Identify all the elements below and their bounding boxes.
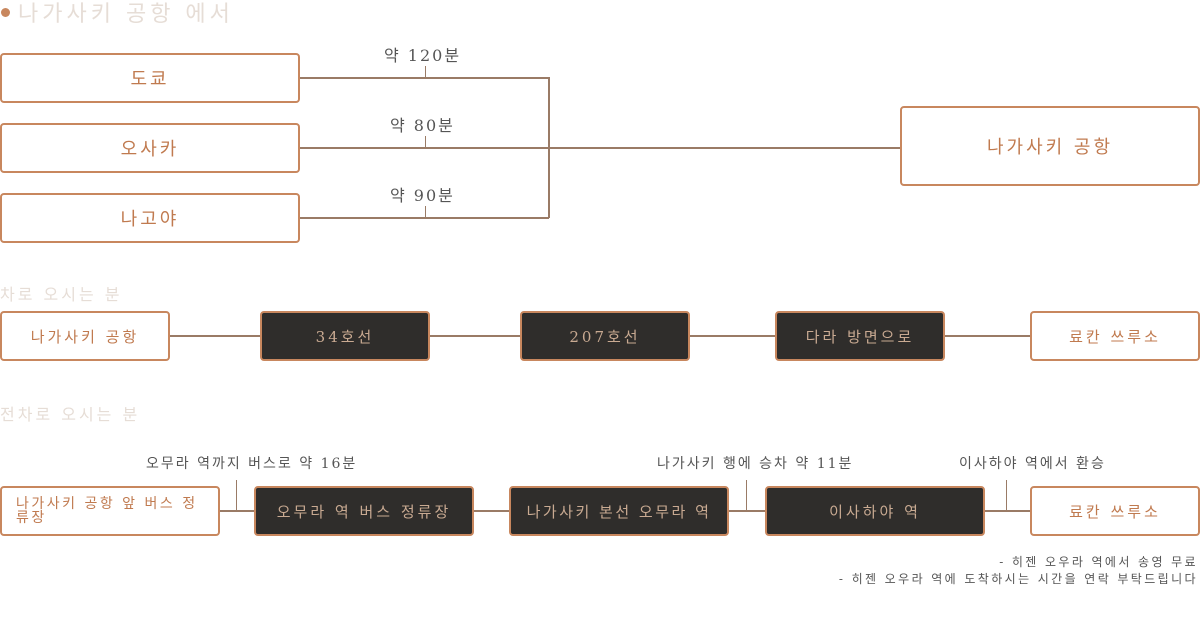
note-free-pickup: - 히젠 오우라 역에서 송영 무료 bbox=[999, 555, 1198, 569]
train-caption-bus: 오무라 역까지 버스로 약 16분 bbox=[146, 456, 358, 472]
car-step-route-207-label: 207호선 bbox=[569, 327, 641, 346]
caption-tick-2 bbox=[746, 480, 747, 510]
train-step-omura-station-label: 나가사키 본선 오무라 역 bbox=[526, 502, 712, 521]
train-step-omura-station: 나가사키 본선 오무라 역 bbox=[509, 486, 729, 536]
car-step-airport: 나가사키 공항 bbox=[0, 311, 170, 361]
car-step-route-207: 207호선 bbox=[520, 311, 690, 361]
train-section-title: 전차로 오시는 분 bbox=[0, 405, 141, 424]
car-step-route-34-label: 34호선 bbox=[315, 327, 375, 346]
car-section-title: 차로 오시는 분 bbox=[0, 285, 123, 304]
train-caption-transfer: 이사하야 역에서 환승 bbox=[959, 456, 1106, 472]
caption-tick-1 bbox=[236, 480, 237, 510]
car-step-tara: 다라 방면으로 bbox=[775, 311, 945, 361]
origin-nagoya: 나고야 bbox=[0, 193, 300, 243]
train-caption-nagasaki-line: 나가사키 행에 승차 약 11분 bbox=[657, 456, 854, 472]
car-step-ryokan: 료칸 쓰루소 bbox=[1030, 311, 1200, 361]
connector-tokyo bbox=[300, 77, 549, 79]
train-step-ryokan: 료칸 쓰루소 bbox=[1030, 486, 1200, 536]
train-step-isahaya-station: 이사하야 역 bbox=[765, 486, 985, 536]
train-step-isahaya-station-label: 이사하야 역 bbox=[829, 502, 921, 521]
duration-nagoya: 약 90분 bbox=[390, 186, 455, 205]
connector-nagoya bbox=[300, 217, 549, 219]
page-title: 나가사키 공항 에서 bbox=[18, 2, 234, 27]
tick-tokyo bbox=[425, 66, 426, 77]
train-step-ryokan-label: 료칸 쓰루소 bbox=[1069, 502, 1161, 521]
origin-osaka: 오사카 bbox=[0, 123, 300, 173]
car-step-ryokan-label: 료칸 쓰루소 bbox=[1069, 327, 1161, 346]
destination-label: 나가사키 공항 bbox=[986, 137, 1114, 158]
car-step-route-34: 34호선 bbox=[260, 311, 430, 361]
train-step-omura-bus-stop: 오무라 역 버스 정류장 bbox=[254, 486, 474, 536]
origin-tokyo-label: 도쿄 bbox=[130, 69, 170, 90]
connector-osaka bbox=[300, 147, 900, 149]
train-step-airport-bus-stop-label: 나가사키 공항 앞 버스 정류장 bbox=[16, 496, 198, 526]
destination-nagasaki-airport: 나가사키 공항 bbox=[900, 106, 1200, 186]
title-bullet-icon bbox=[1, 8, 10, 17]
connector-vertical bbox=[548, 77, 550, 218]
tick-osaka bbox=[425, 136, 426, 147]
origin-nagoya-label: 나고야 bbox=[120, 209, 180, 230]
origin-tokyo: 도쿄 bbox=[0, 53, 300, 103]
origin-osaka-label: 오사카 bbox=[120, 139, 180, 160]
tick-nagoya bbox=[425, 206, 426, 217]
caption-tick-3 bbox=[1006, 480, 1007, 510]
duration-tokyo: 약 120분 bbox=[384, 46, 462, 65]
car-step-tara-label: 다라 방면으로 bbox=[805, 327, 915, 346]
car-step-airport-label: 나가사키 공항 bbox=[30, 327, 140, 346]
train-step-omura-bus-stop-label: 오무라 역 버스 정류장 bbox=[276, 502, 452, 521]
train-step-airport-bus-stop: 나가사키 공항 앞 버스 정류장 bbox=[0, 486, 220, 536]
note-contact-request: - 히젠 오우라 역에 도착하시는 시간을 연락 부탁드립니다 bbox=[838, 572, 1198, 586]
duration-osaka: 약 80분 bbox=[390, 116, 455, 135]
